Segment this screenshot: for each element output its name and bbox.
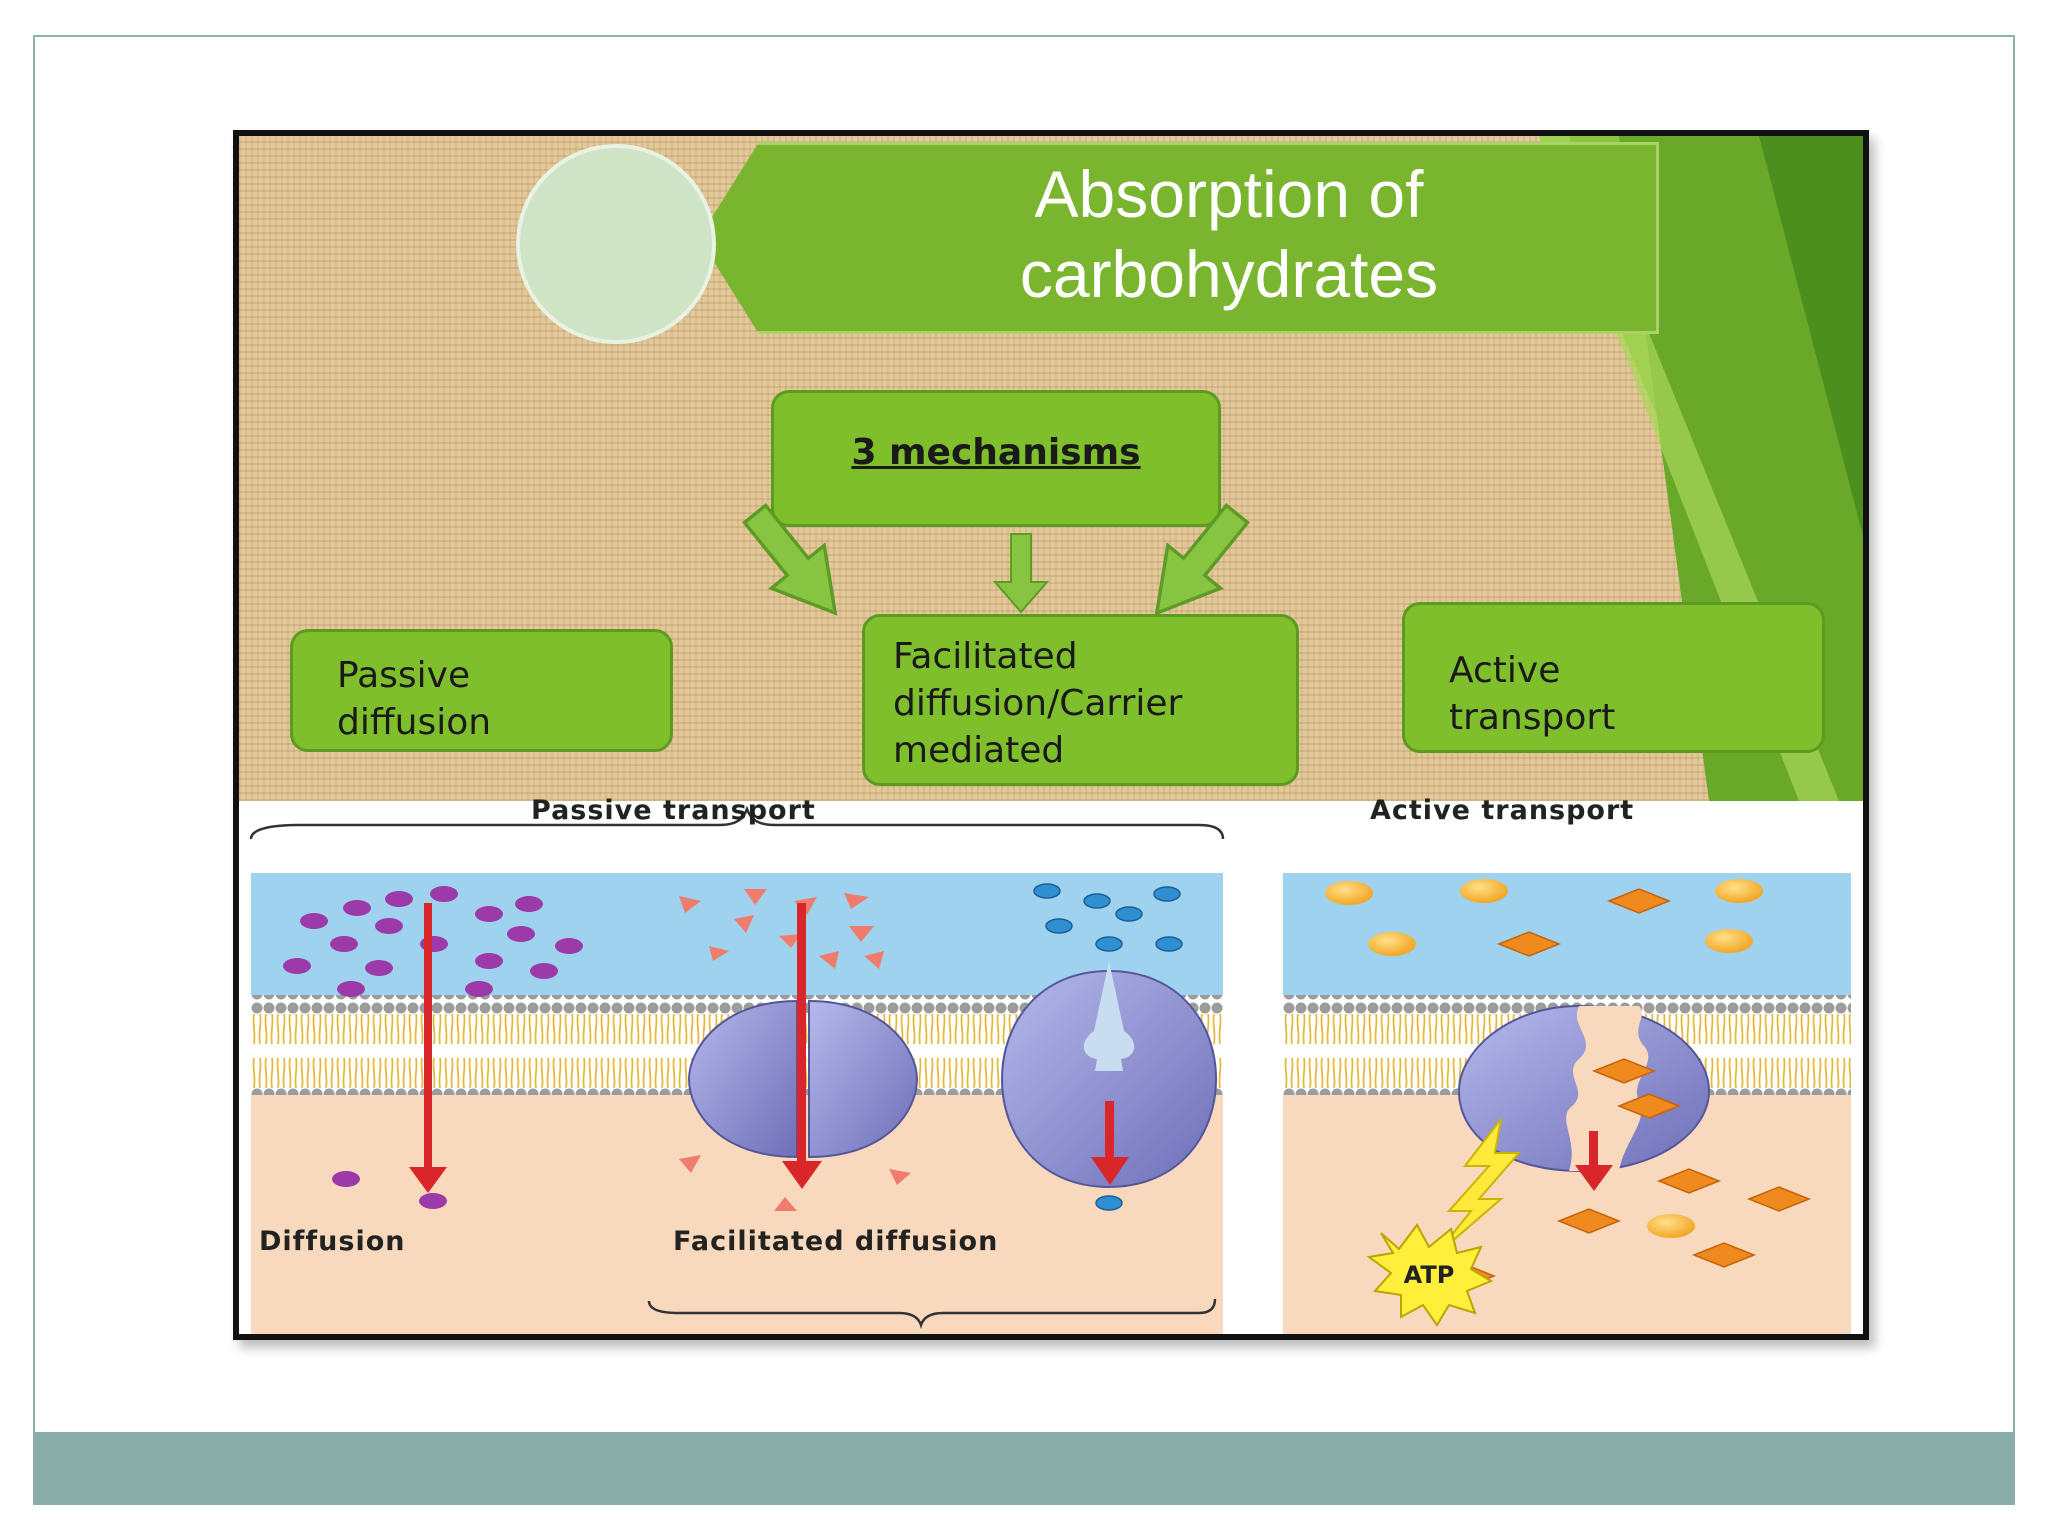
title-banner <box>699 142 1659 334</box>
active-arrow <box>1575 1131 1613 1191</box>
passive-diffusion-label: Passive diffusion <box>337 655 492 743</box>
arrow-middle <box>992 533 1050 614</box>
facilitated-diffusion-box: Facilitated diffusion/Carrier mediated <box>862 614 1299 786</box>
diffusion-arrow <box>409 903 447 1193</box>
carrier-protein <box>1000 961 1218 1189</box>
decorative-circle <box>516 144 716 344</box>
header-area: Absorption of carbohydrates 3 mechanisms… <box>239 136 1863 801</box>
facilitated-diffusion-bracket <box>647 1298 1217 1329</box>
arrow-left <box>742 503 838 616</box>
active-transport-box: Active transport <box>1402 602 1825 753</box>
mechanisms-heading: 3 mechanisms <box>851 432 1141 473</box>
passive-transport-bracket <box>249 805 1225 840</box>
diffusion-label: Diffusion <box>259 1226 406 1257</box>
diffusion-molecules <box>283 886 583 1209</box>
flow-arrows <box>742 503 1250 616</box>
title-line-1: Absorption of <box>1034 157 1424 231</box>
facilitated-diffusion-label: Facilitated diffusion/Carrier mediated <box>893 636 1183 771</box>
footer-band <box>33 1432 2015 1504</box>
slide-panel: Absorption of carbohydrates 3 mechanisms… <box>233 130 1869 1340</box>
atp-burst: ATP <box>1366 1223 1494 1327</box>
facilitated-molecules <box>679 889 911 1211</box>
pump-protein <box>1457 1004 1711 1173</box>
facilitated-diffusion-caption: Facilitated diffusion <box>673 1226 999 1257</box>
channel-protein <box>687 999 919 1159</box>
mechanisms-box: 3 mechanisms <box>771 390 1221 527</box>
slide-title: Absorption of carbohydrates <box>839 154 1619 314</box>
atp-label: ATP <box>1404 1261 1455 1289</box>
carrier-arrow <box>1091 1101 1129 1185</box>
active-transport-heading: Active transport <box>1370 795 1635 826</box>
transport-figure: ATP Passive transport Active transport D… <box>239 795 1863 1334</box>
passive-diffusion-box: Passive diffusion <box>290 629 673 752</box>
passive-transport-label: Passive transport <box>531 795 816 826</box>
membrane-illustration: ATP <box>249 805 1851 1334</box>
facilitated-arrow <box>782 903 822 1189</box>
title-line-2: carbohydrates <box>1019 237 1439 311</box>
arrow-right <box>1154 503 1250 616</box>
active-transport-label: Active transport <box>1449 650 1616 738</box>
